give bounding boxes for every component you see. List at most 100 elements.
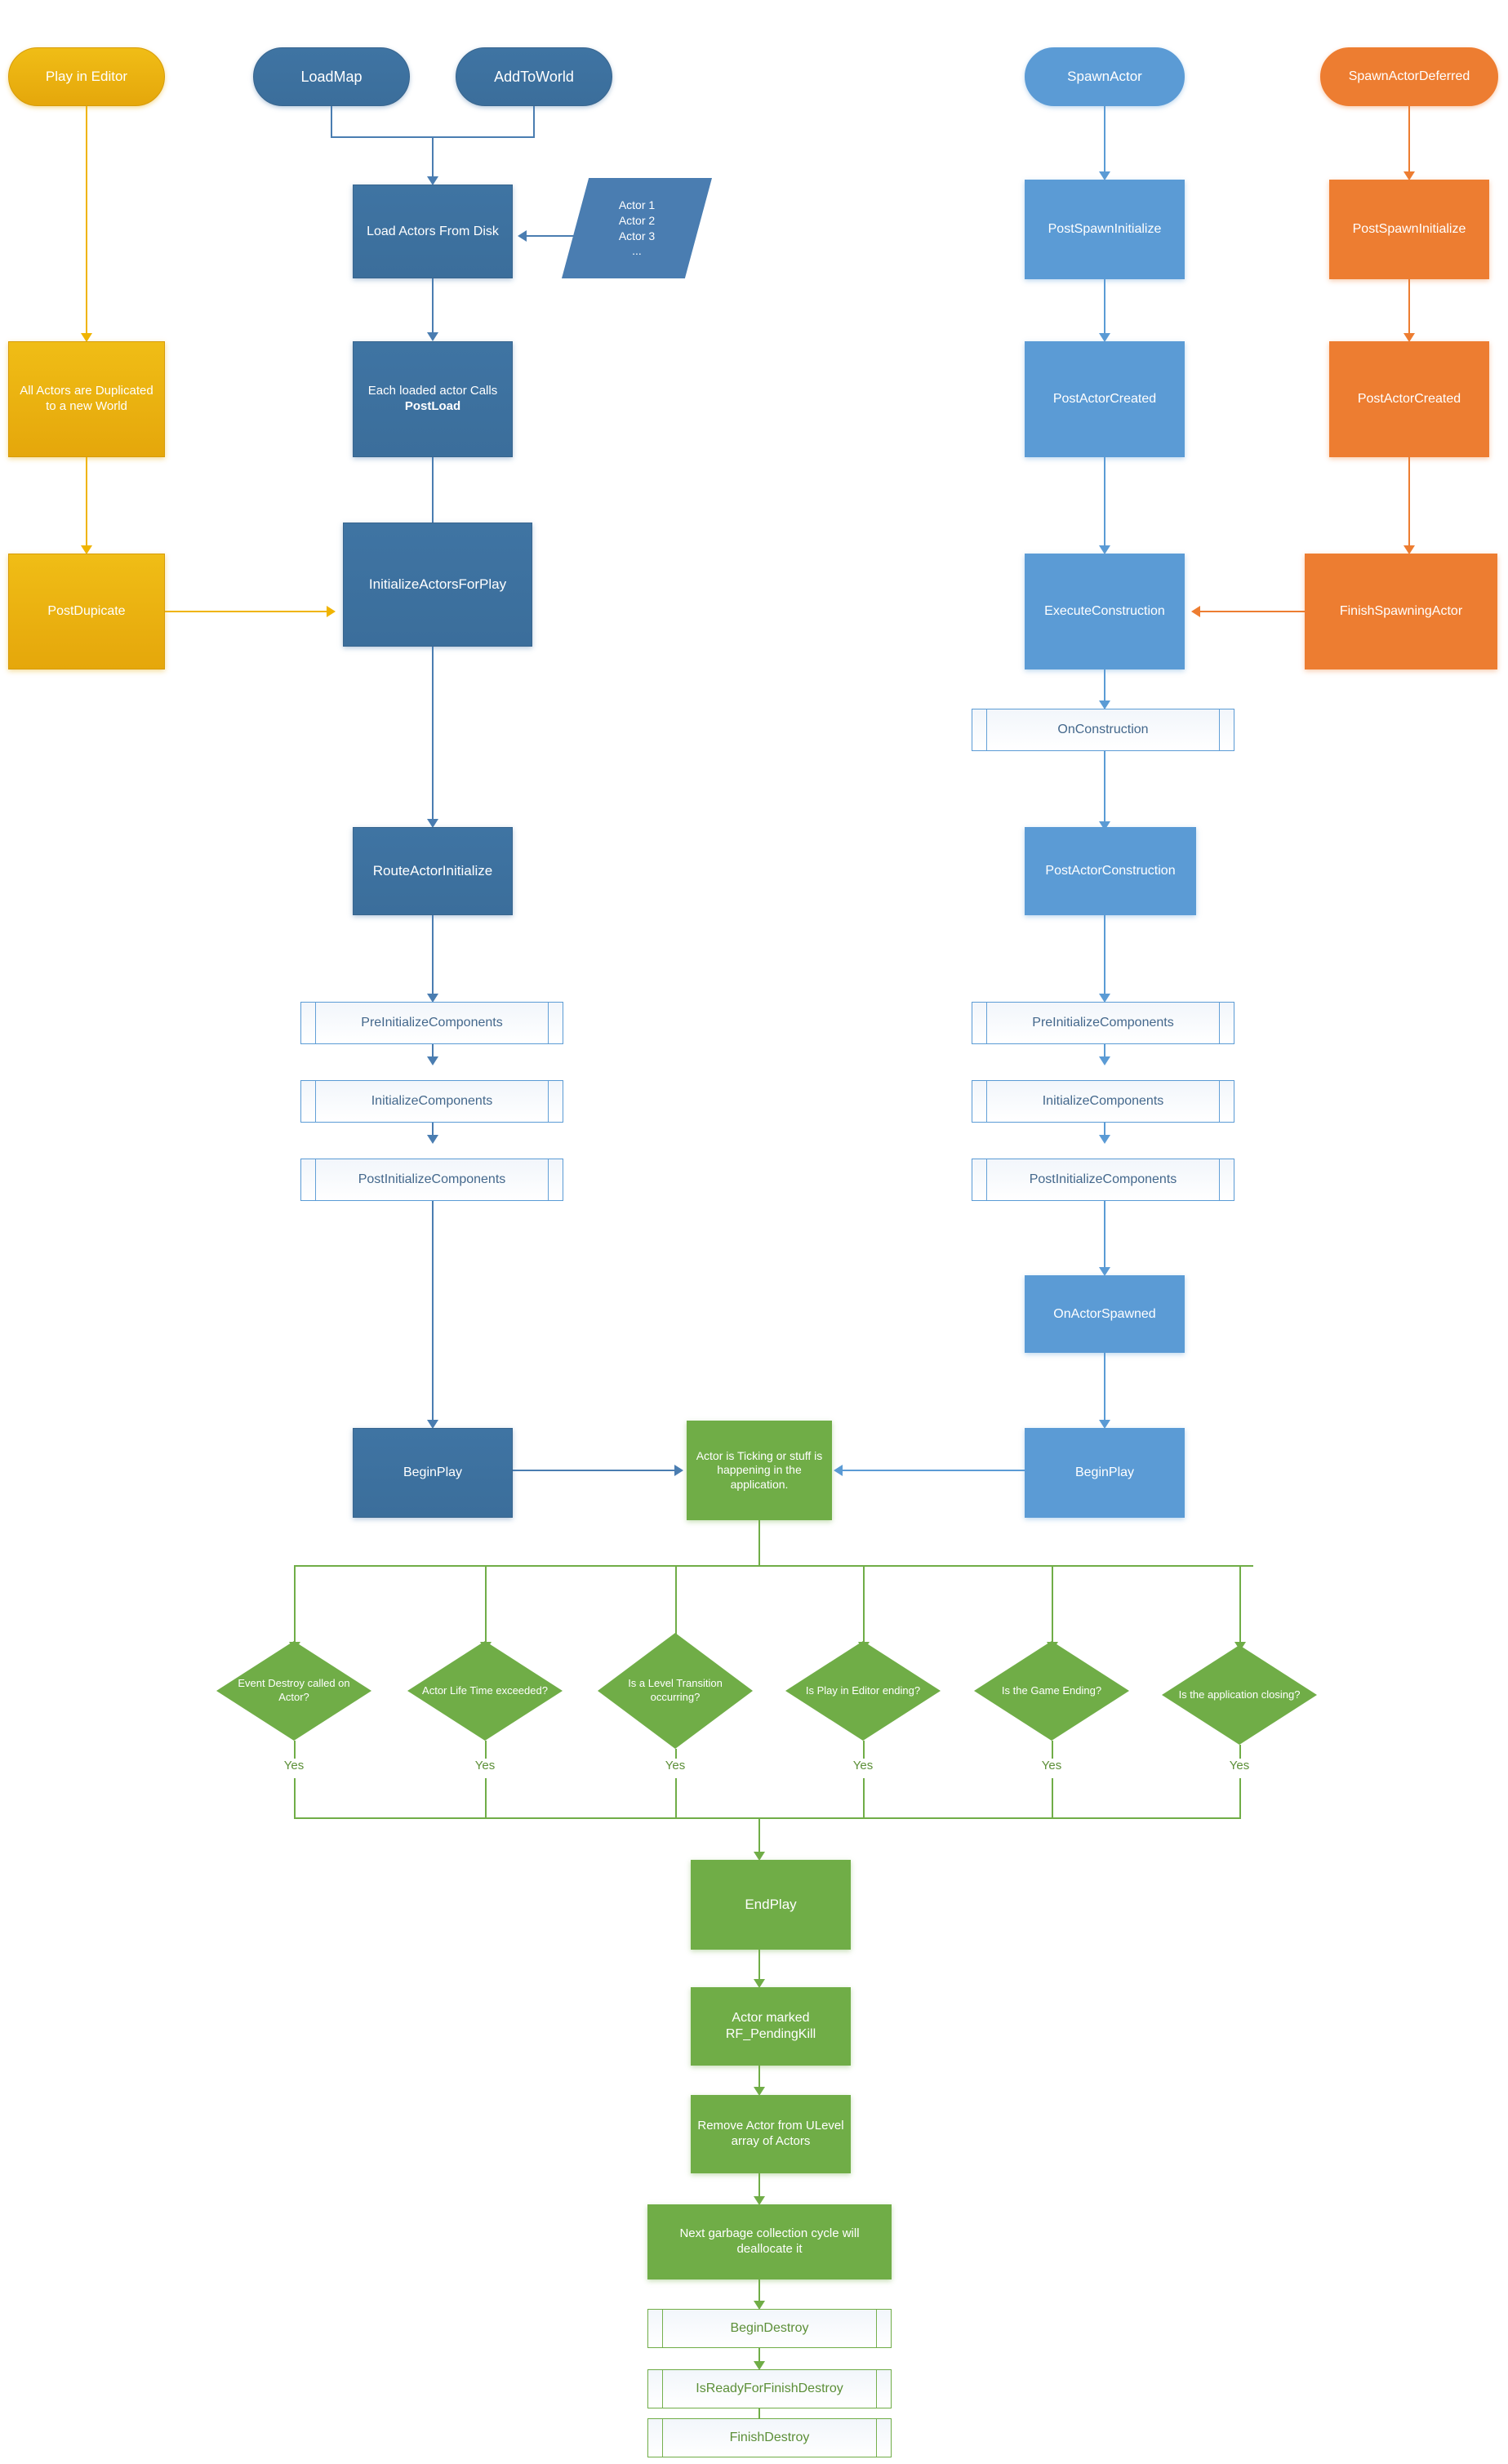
node-post-actor-construction[interactable]: PostActorConstruction: [1025, 827, 1196, 915]
node-pre-initialize-components-right[interactable]: PreInitializeComponents: [972, 1002, 1234, 1044]
node-remove-actor-from-ulevel[interactable]: Remove Actor from ULevel array of Actors: [691, 2095, 851, 2173]
node-pre-initialize-components-left[interactable]: PreInitializeComponents: [300, 1002, 563, 1044]
node-post-initialize-components-right[interactable]: PostInitializeComponents: [972, 1159, 1234, 1201]
node-finish-spawning-actor[interactable]: FinishSpawningActor: [1305, 554, 1497, 669]
arrowhead-down: [754, 2361, 765, 2370]
decision-play-in-editor-ending[interactable]: Is Play in Editor ending?: [785, 1641, 941, 1741]
edge-yes-6-top: [1239, 1745, 1241, 1759]
arrowhead-down: [1099, 994, 1110, 1003]
edge-merge-down: [432, 136, 434, 180]
decision-event-destroy[interactable]: Event Destroy called on Actor?: [216, 1641, 371, 1741]
node-actor-is-ticking[interactable]: Actor is Ticking or stuff is happening i…: [687, 1421, 832, 1520]
edge-yes-5-top: [1052, 1741, 1053, 1759]
subroutine-left-bar: [986, 1159, 987, 1200]
edge-label-yes-1: Yes: [283, 1759, 305, 1772]
node-all-actors-duplicated[interactable]: All Actors are Duplicated to a new World: [8, 341, 165, 457]
node-add-to-world[interactable]: AddToWorld: [456, 47, 612, 106]
node-begin-destroy[interactable]: BeginDestroy: [647, 2309, 892, 2348]
node-begin-play-left[interactable]: BeginPlay: [353, 1428, 513, 1518]
edge-postspawn-to-postactorcreated-blue: [1104, 279, 1105, 336]
edge-yes-1-bottom: [294, 1778, 296, 1819]
subroutine-left-bar: [315, 1003, 316, 1043]
decision-application-closing[interactable]: Is the application closing?: [1162, 1645, 1317, 1745]
arrowhead-down: [1403, 171, 1415, 180]
node-route-actor-initialize[interactable]: RouteActorInitialize: [353, 827, 513, 915]
subroutine-right-bar: [876, 2370, 877, 2408]
edge-yes-4-bottom: [863, 1778, 865, 1819]
node-on-construction[interactable]: OnConstruction: [972, 709, 1234, 751]
edge-onconstruction-to-postactorconstruction: [1104, 751, 1105, 825]
node-on-actor-spawned[interactable]: OnActorSpawned: [1025, 1275, 1185, 1353]
edge-preinit-to-init-left: [432, 1044, 434, 1059]
subroutine-right-bar: [1219, 709, 1220, 750]
arrowhead-left: [1191, 606, 1200, 617]
node-load-actors-from-disk[interactable]: Load Actors From Disk: [353, 185, 513, 278]
node-post-actor-created-blue[interactable]: PostActorCreated: [1025, 341, 1185, 457]
edge-label-yes-5: Yes: [1041, 1759, 1062, 1772]
node-post-spawn-initialize-blue[interactable]: PostSpawnInitialize: [1025, 180, 1185, 279]
node-post-duplicate[interactable]: PostDupicate: [8, 554, 165, 669]
edge-postactorcreated-to-executeconstruction: [1104, 457, 1105, 549]
node-begin-play-right[interactable]: BeginPlay: [1025, 1428, 1185, 1518]
node-spawn-actor[interactable]: SpawnActor: [1025, 47, 1185, 106]
subroutine-right-bar: [1219, 1003, 1220, 1043]
edge-label-yes-6: Yes: [1229, 1759, 1250, 1772]
node-actor-list-data[interactable]: Actor 1 Actor 2 Actor 3 ...: [562, 178, 712, 278]
edge-finishspawning-to-executeconstruction: [1200, 611, 1306, 612]
edge-yes-6-bottom: [1239, 1778, 1241, 1819]
subroutine-right-bar: [548, 1081, 549, 1122]
edge-executeconstruction-to-onconstruction: [1104, 669, 1105, 704]
subroutine-right-bar: [548, 1159, 549, 1200]
edge-yes-5-bottom: [1052, 1778, 1053, 1819]
node-post-spawn-initialize-orange[interactable]: PostSpawnInitialize: [1329, 180, 1489, 279]
node-load-map[interactable]: LoadMap: [253, 47, 410, 106]
decision-game-ending[interactable]: Is the Game Ending?: [974, 1641, 1129, 1741]
node-post-initialize-components-left[interactable]: PostInitializeComponents: [300, 1159, 563, 1201]
edge-ticking-down: [758, 1520, 760, 1566]
arrowhead-down: [754, 2196, 765, 2205]
node-actor-marked-pendingkill[interactable]: Actor marked RF_PendingKill: [691, 1987, 851, 2066]
node-play-in-editor[interactable]: Play in Editor: [8, 47, 165, 106]
node-initialize-actors-for-play[interactable]: InitializeActorsForPlay: [343, 523, 532, 647]
edge-label-yes-3: Yes: [665, 1759, 686, 1772]
arrowhead-down: [1099, 171, 1110, 180]
decision-level-transition[interactable]: Is a Level Transition occurring?: [598, 1633, 753, 1749]
edge-spawnactordeferred-down: [1408, 106, 1410, 174]
edge-init-to-postinit-right: [1104, 1123, 1105, 1137]
node-next-gc-cycle[interactable]: Next garbage collection cycle will deall…: [647, 2204, 892, 2279]
edge-yes-1-top: [294, 1741, 296, 1759]
node-post-actor-created-orange[interactable]: PostActorCreated: [1329, 341, 1489, 457]
subroutine-right-bar: [1219, 1159, 1220, 1200]
arrowhead-down: [754, 2087, 765, 2096]
arrowhead-down: [81, 333, 92, 342]
node-is-ready-for-finish-destroy[interactable]: IsReadyForFinishDestroy: [647, 2369, 892, 2408]
edge-isready-to-finishdestroy: [758, 2408, 760, 2425]
edge-label-yes-4: Yes: [852, 1759, 874, 1772]
arrowhead-right: [327, 606, 336, 617]
edge-preinit-to-init-right: [1104, 1044, 1105, 1059]
subroutine-left-bar: [986, 1081, 987, 1122]
arrowhead-down: [1099, 821, 1110, 830]
subroutine-left-bar: [315, 1081, 316, 1122]
edge-yes-2-top: [485, 1741, 487, 1759]
edge-yes-3-bottom: [675, 1778, 677, 1819]
edge-actorlist-to-loaddisk: [527, 235, 616, 237]
edge-remove-to-gc: [758, 2173, 760, 2199]
edge-beginplayright-to-ticking: [843, 1470, 1025, 1471]
node-end-play[interactable]: EndPlay: [691, 1860, 851, 1950]
node-spawn-actor-deferred[interactable]: SpawnActorDeferred: [1320, 47, 1498, 106]
node-initialize-components-right[interactable]: InitializeComponents: [972, 1080, 1234, 1123]
edge-label-yes-2: Yes: [474, 1759, 496, 1772]
node-finish-destroy[interactable]: FinishDestroy: [647, 2418, 892, 2457]
edge-begindestroy-to-isready: [758, 2348, 760, 2364]
subroutine-right-bar: [1219, 1081, 1220, 1122]
node-each-loaded-actor-postload[interactable]: Each loaded actor Calls PostLoad: [353, 341, 513, 457]
node-execute-construction[interactable]: ExecuteConstruction: [1025, 554, 1185, 669]
actor-list-text: Actor 1 Actor 2 Actor 3 ...: [618, 198, 656, 258]
edge-postactorconstruction-to-preinit: [1104, 915, 1105, 997]
parallelogram-shape: [562, 178, 712, 278]
node-initialize-components-left[interactable]: InitializeComponents: [300, 1080, 563, 1123]
arrowhead-down: [1099, 333, 1110, 342]
edge-postload-to-initactors: [432, 457, 434, 549]
decision-actor-life-time[interactable]: Actor Life Time exceeded?: [407, 1641, 563, 1741]
